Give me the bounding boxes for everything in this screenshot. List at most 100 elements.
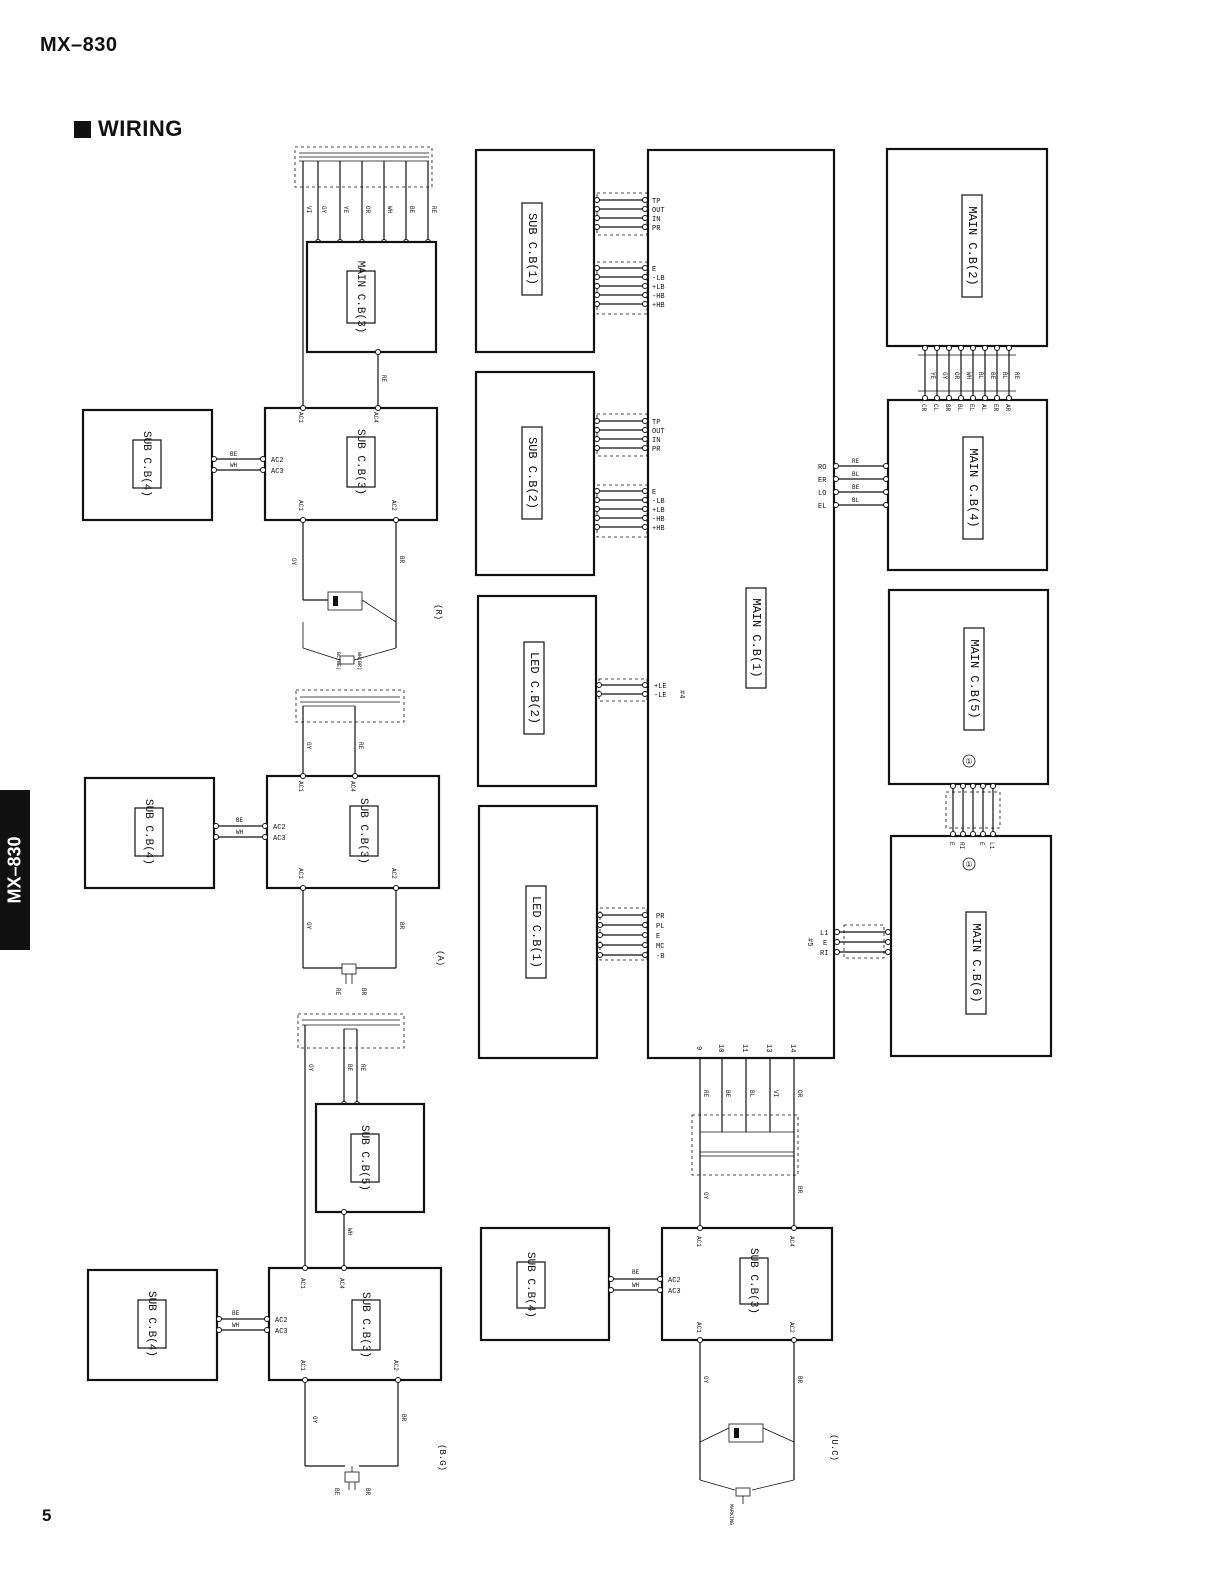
region-label: (B.G) (437, 1444, 447, 1471)
wire-color-label: WH (386, 206, 393, 214)
pin-label: AR (1004, 404, 1011, 412)
pin-label: -LB (652, 275, 665, 283)
pin-label: AC3 (275, 1328, 288, 1336)
plug-marking-label: MARKING (728, 1504, 734, 1525)
terminal (352, 773, 358, 779)
harness-main5-main6 (945, 783, 1001, 837)
board-name: MAIN C.B(3) (354, 261, 366, 334)
board-label-frame (346, 270, 376, 324)
pin-label: -HB (652, 293, 665, 301)
pin-label: +LB (652, 284, 665, 292)
model-number: MX–830 (40, 34, 118, 56)
pin-label: AC4 (372, 412, 379, 423)
pin-label: AC2 (273, 824, 286, 832)
pin-label: EL (968, 404, 975, 412)
board-label-frame (961, 194, 983, 298)
terminal (791, 1225, 797, 1231)
pin-label: PR (652, 225, 661, 233)
pin-label: AC1 (299, 1360, 306, 1371)
board-name: SUB C.B(3) (359, 1292, 371, 1358)
wire-color-label: BE (230, 451, 238, 458)
pin-label: AC2 (390, 868, 397, 879)
board-label-frame (525, 885, 547, 979)
wire-color-label: WH (632, 1282, 640, 1289)
wire-color-label: BL (1001, 372, 1008, 380)
wire-color-label: WH (232, 1322, 240, 1329)
board-label-frame (134, 807, 164, 857)
wire-color-label: OR (364, 206, 371, 214)
pin-label: E (978, 842, 985, 846)
harness-frame-bg (297, 1013, 405, 1049)
connector-sub1-a (594, 192, 648, 236)
pin-label: AC1 (297, 500, 304, 511)
pin-label: BL (956, 404, 963, 412)
pin-label: AC4 (349, 781, 356, 792)
wire-color-label: BR (398, 556, 405, 564)
connector-sub2-a (594, 413, 648, 457)
wire-color-label: BR (400, 1414, 407, 1422)
board-name: SUB C.B(2) (525, 437, 539, 509)
pin-label: L1 (820, 930, 828, 938)
pin-label: E (948, 842, 955, 846)
wire-color-label: BE (852, 484, 860, 491)
wire-color-label: GY (311, 1416, 318, 1424)
board-label-frame (963, 627, 985, 731)
pin-label: CR (920, 404, 927, 412)
wire-color-label: RE (852, 458, 860, 465)
pin-label: AL (980, 404, 987, 412)
wire-color-label: YE (342, 206, 349, 214)
power-cord-bg (302, 1377, 401, 1490)
link-sub4-sub3 (213, 823, 268, 840)
power-cord-a (300, 885, 399, 984)
pin-label: MC (656, 943, 664, 951)
pin-label: AC2 (788, 1322, 795, 1333)
pin-label: AC2 (668, 1277, 681, 1285)
pin-label: 9 (694, 1046, 702, 1050)
pin-label: AC4 (338, 1278, 345, 1289)
connector-mark: #4 (677, 690, 685, 698)
wire-color-label: YE (929, 372, 936, 380)
board-name: SUB C.B(5) (358, 1125, 370, 1191)
pin-label: 10 (716, 1044, 724, 1052)
wire-color-label: WH (230, 462, 238, 469)
pin-label: +HB (652, 302, 665, 310)
connector-circle-mark (962, 857, 976, 871)
terminal (300, 773, 306, 779)
pin-label: ER (992, 404, 999, 412)
wire-color-label: RE (430, 206, 437, 214)
board-name: SUB C.B(3) (354, 429, 366, 495)
pin-label: AC2 (392, 1360, 399, 1371)
board-label-frame (962, 436, 984, 540)
region-label: (R) (433, 604, 443, 620)
pin-label: AC2 (271, 457, 284, 465)
terminal (375, 349, 381, 355)
pin-label: L1 (988, 842, 995, 850)
pin-label: PL (656, 923, 664, 931)
wire-color-label: BE (724, 1090, 731, 1098)
pin-label: AC3 (273, 835, 286, 843)
section-title: WIRING (98, 116, 183, 141)
harness-main1-main6 (834, 924, 891, 959)
pin-label: 13 (764, 1044, 772, 1052)
connector-mark: #5 (805, 938, 813, 946)
board-label-frame (739, 1257, 769, 1305)
region-label: (U.C) (829, 1434, 839, 1461)
page-number: 5 (42, 1506, 52, 1525)
board-label-frame (349, 805, 379, 857)
pin-label: +HB (652, 525, 665, 533)
board-name: SUB C.B(1) (525, 213, 539, 285)
wire-color-label: WH (965, 372, 972, 380)
board-name: SUB C.B(4) (145, 1291, 157, 1357)
wire-color-label: BR (796, 1186, 803, 1194)
pin-label: LO (818, 490, 826, 498)
pin-label: +LE (654, 683, 667, 691)
wire-color-label: VI (772, 1090, 779, 1097)
region-label: (A) (435, 950, 445, 966)
pin-label: -LB (652, 498, 665, 506)
wire-color-label: BE (236, 817, 244, 824)
board-label-frame (350, 1133, 380, 1183)
link-sub4-sub3 (608, 1276, 663, 1293)
board-label-frame (346, 436, 376, 488)
pin-label: TP (652, 198, 660, 206)
